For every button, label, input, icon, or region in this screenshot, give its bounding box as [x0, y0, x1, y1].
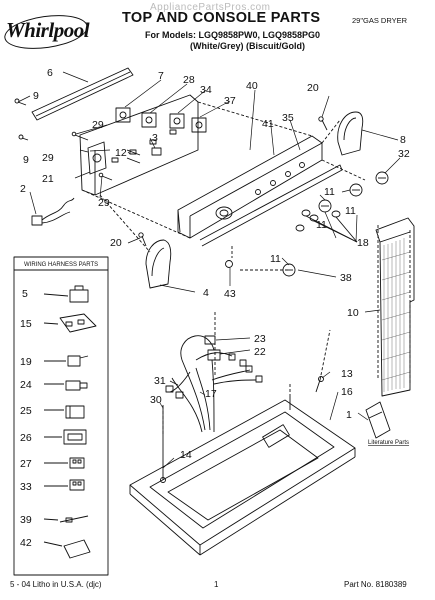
- part-29-screw[interactable]: [71, 131, 113, 181]
- callout-43: 43: [224, 288, 236, 300]
- callout-8: 8: [400, 134, 406, 146]
- knob-18[interactable]: [295, 209, 358, 243]
- part-1-literature[interactable]: [365, 401, 391, 439]
- callout-3: 3: [152, 132, 158, 144]
- harness-item: 26: [20, 432, 32, 444]
- part-2-harness[interactable]: [31, 197, 75, 226]
- part-13-screw[interactable]: [315, 376, 324, 393]
- harness-box-title: WIRING HARNESS PARTS: [24, 262, 98, 268]
- callout-31: 31: [154, 375, 166, 387]
- part-21-timer[interactable]: [87, 141, 107, 175]
- harness-item: 25: [20, 405, 32, 417]
- callout-13: 13: [341, 368, 353, 380]
- harness-item: 33: [20, 481, 32, 493]
- harness-item-numbers: 5 15 19 24 25 26 27 33 39 42: [20, 288, 32, 549]
- callout-4: 4: [203, 287, 209, 299]
- console-back-panel[interactable]: [79, 94, 199, 196]
- callout-30: 30: [150, 394, 162, 406]
- callout-9b: 9: [23, 154, 29, 166]
- callout-32: 32: [398, 148, 410, 160]
- callout-11b: 11: [345, 205, 356, 217]
- callout-1: 1: [346, 409, 352, 421]
- callout-20: 20: [307, 82, 319, 94]
- switch-parts[interactable]: [115, 107, 207, 133]
- model-numbers: For Models: LGQ9858PW0, LGQ9858PG0: [145, 30, 321, 40]
- footer-part-number: Part No. 8180389: [344, 580, 407, 589]
- part-3-clip[interactable]: [151, 147, 162, 156]
- callout-41: 41: [262, 118, 274, 130]
- callout-20b: 20: [110, 237, 122, 249]
- page-title: TOP AND CONSOLE PARTS: [122, 10, 321, 26]
- part-17-main-harness[interactable]: [165, 335, 263, 433]
- part-9-screw[interactable]: [14, 98, 29, 141]
- footer-page-number: 1: [214, 580, 219, 589]
- harness-item: 27: [20, 458, 32, 470]
- callout-34: 34: [200, 84, 212, 96]
- harness-box: [13, 256, 109, 576]
- watermark: AppliancePartsPros.com: [150, 2, 271, 13]
- callout-23: 23: [254, 333, 266, 345]
- callout-16: 16: [341, 386, 353, 398]
- part-12-screw[interactable]: [126, 149, 141, 164]
- callout-18: 18: [357, 237, 369, 249]
- leader-lines: [17, 71, 401, 469]
- callout-29b: 29: [42, 152, 54, 164]
- part-10-lint-screen[interactable]: [375, 217, 415, 397]
- harness-part-icons[interactable]: [43, 285, 97, 559]
- callout-29c: 29: [98, 197, 110, 209]
- callout-35: 35: [282, 112, 294, 124]
- callout-9: 9: [33, 90, 39, 102]
- brand-logo: Whirlpool: [6, 18, 90, 42]
- footer-litho: 5 - 04 Litho in U.S.A. (djc): [10, 580, 102, 589]
- callout-7: 7: [158, 70, 164, 82]
- callout-22: 22: [254, 346, 266, 358]
- callout-11c: 11: [316, 219, 327, 231]
- model-colors: (White/Grey) (Biscuit/Gold): [190, 41, 306, 51]
- part-43-washer[interactable]: [225, 260, 233, 268]
- callout-6: 6: [47, 67, 53, 79]
- callout-17: 17: [205, 388, 217, 400]
- part-20-screw[interactable]: [141, 235, 147, 247]
- dryer-type: 29"GAS DRYER: [352, 16, 408, 25]
- callout-38: 38: [340, 272, 352, 284]
- callout-28: 28: [183, 74, 195, 86]
- part-20-screw[interactable]: [318, 116, 328, 131]
- part-4-end-cap[interactable]: [145, 239, 172, 289]
- harness-item: 42: [20, 537, 32, 549]
- callout-11a: 11: [324, 186, 335, 198]
- harness-item: 5: [22, 288, 28, 300]
- callout-10: 10: [347, 307, 359, 319]
- callout-2: 2: [20, 183, 26, 195]
- harness-item: 39: [20, 514, 32, 526]
- literature-label: Literature Parts: [368, 440, 409, 446]
- callout-numbers: 6 9 7 28 34 37 40 20 29 41 35 8 3 12 32 …: [20, 67, 410, 461]
- callout-37: 37: [224, 95, 236, 107]
- harness-item: 24: [20, 379, 32, 391]
- harness-item: 15: [20, 318, 32, 330]
- callout-14: 14: [180, 449, 192, 461]
- harness-item: 19: [20, 356, 32, 368]
- part-16-dryer-top[interactable]: [129, 395, 356, 556]
- callout-29: 29: [92, 119, 104, 131]
- part-8-end-cap[interactable]: [337, 111, 364, 156]
- callout-11d: 11: [270, 253, 281, 265]
- part-30-rod[interactable]: [160, 405, 166, 483]
- callout-12: 12: [115, 147, 127, 159]
- callout-21: 21: [42, 173, 54, 185]
- part-6-rear-bracket[interactable]: [31, 67, 134, 121]
- callout-40: 40: [246, 80, 258, 92]
